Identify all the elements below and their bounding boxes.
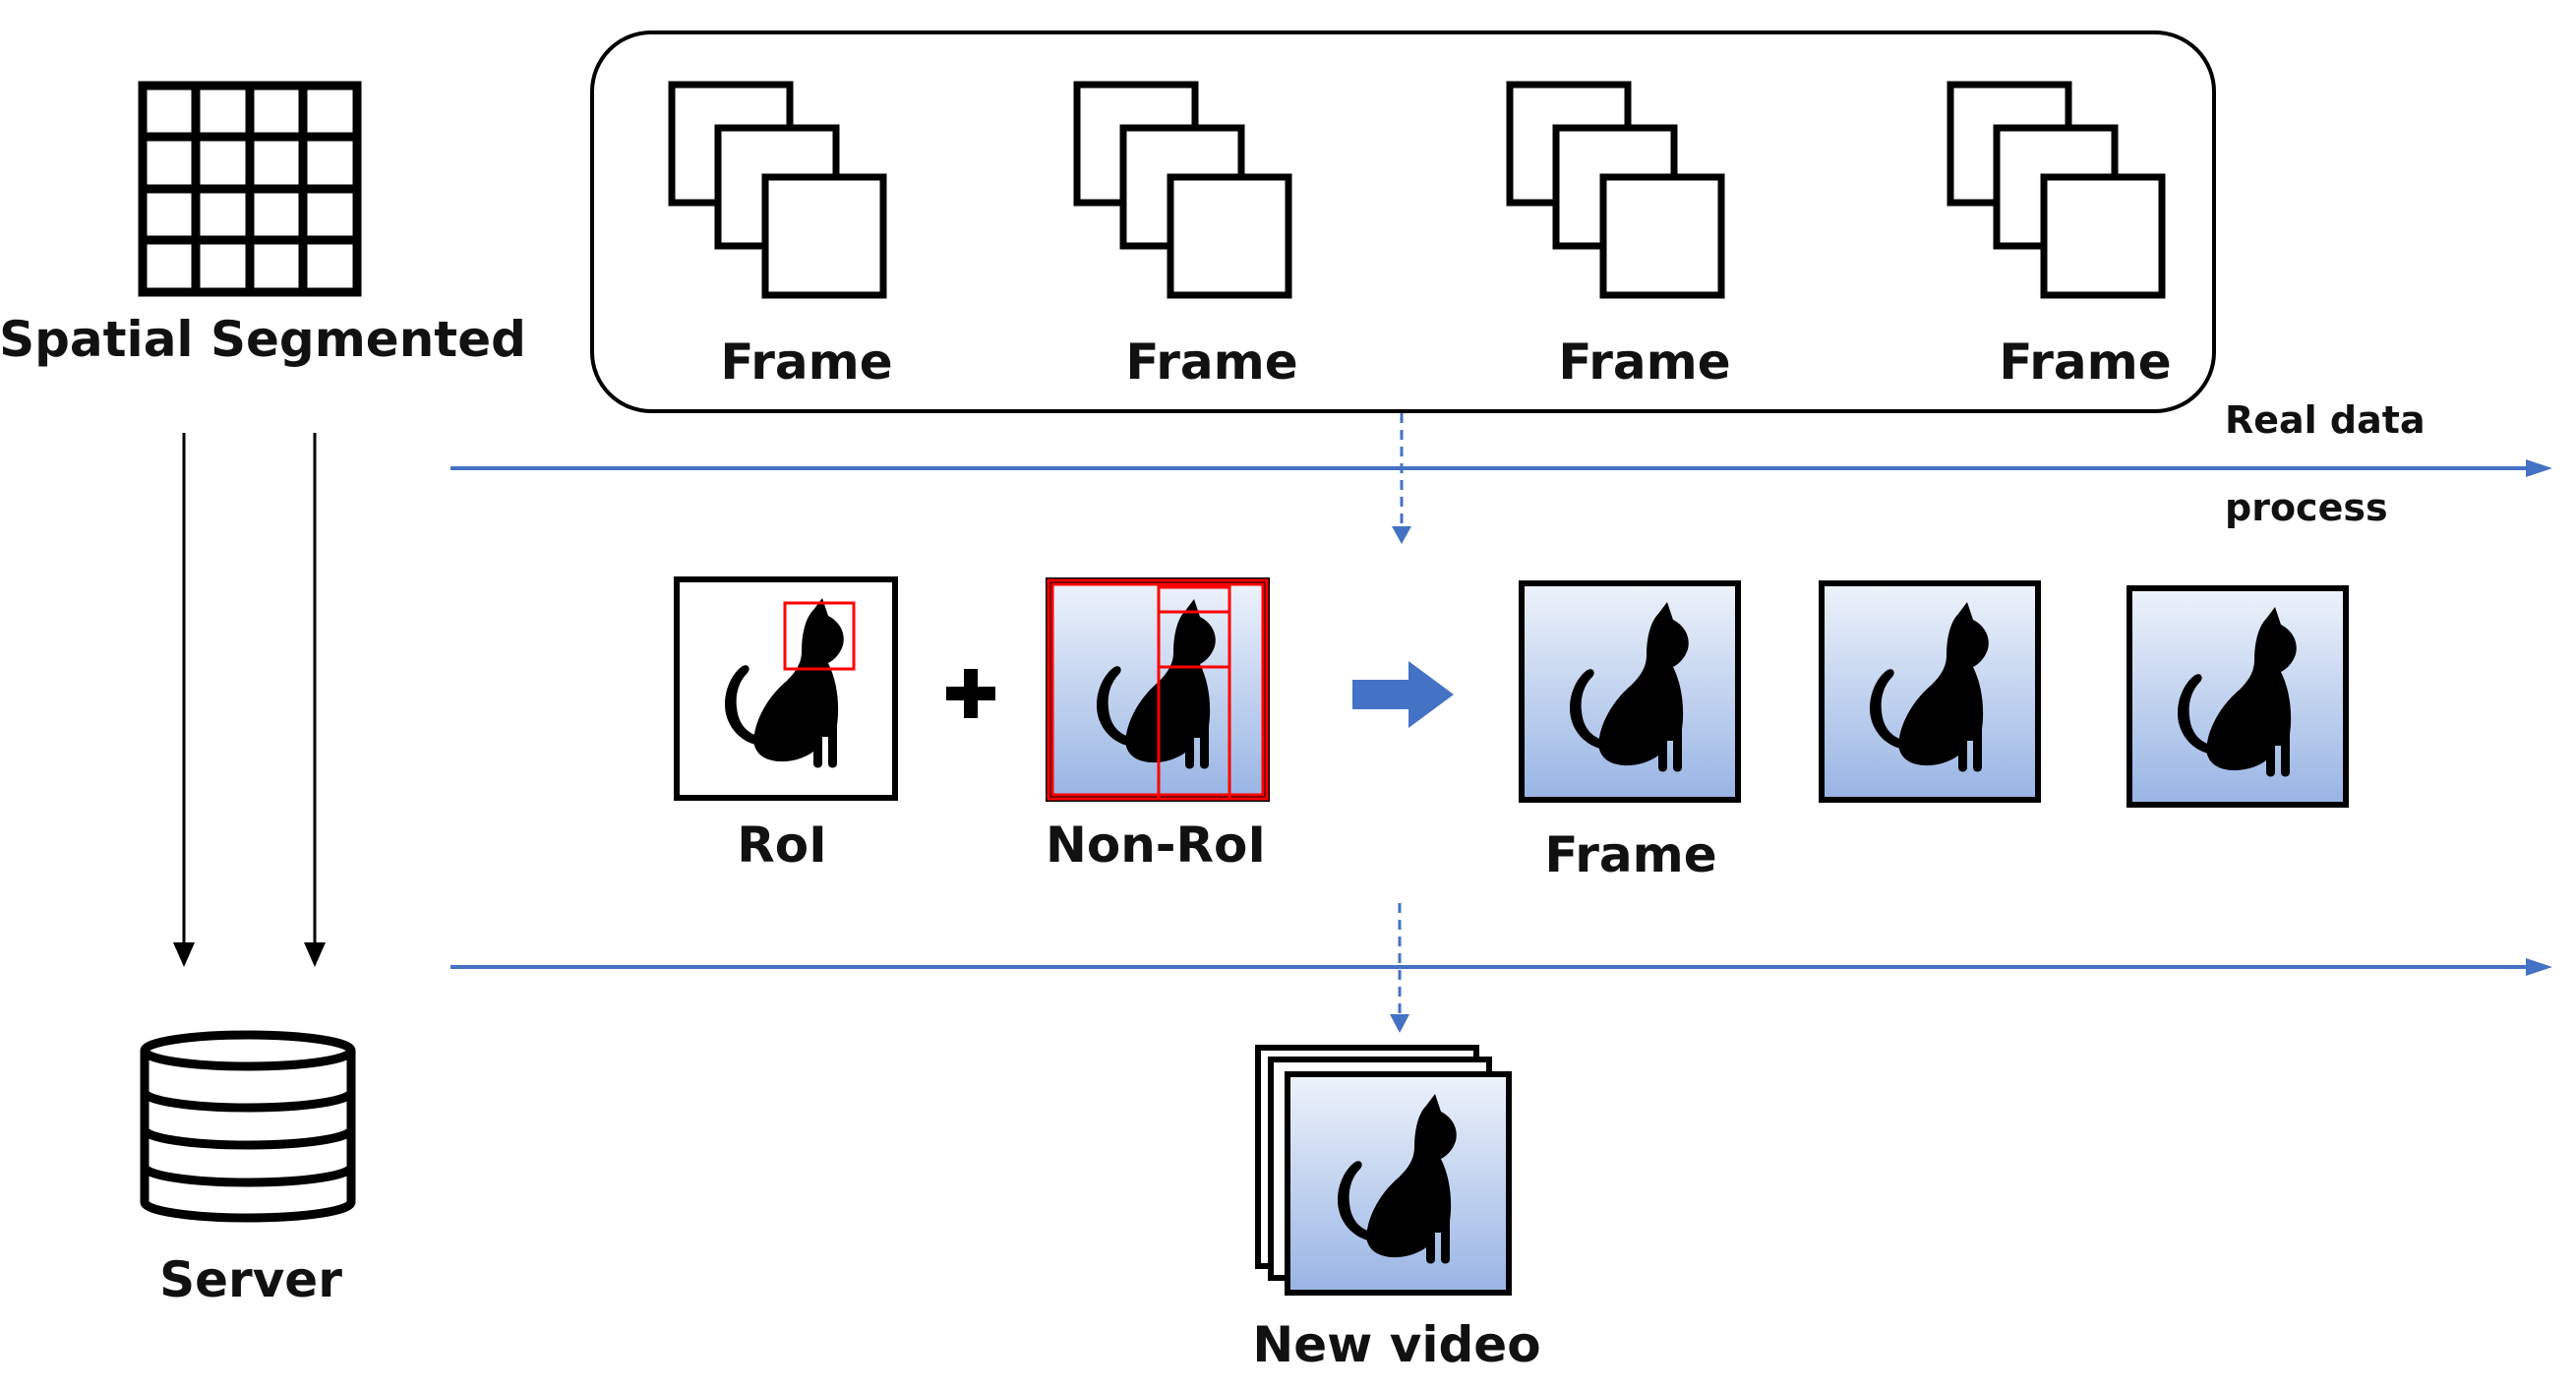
result-frames [1519, 580, 2349, 808]
result-frame-thumbnail [1519, 580, 1741, 803]
frame-label: Frame [720, 333, 892, 391]
frame-label: Frame [1558, 333, 1730, 391]
new-video-label: New video [1252, 1316, 1540, 1373]
roi-thumbnail [674, 576, 898, 801]
frame-stack-icon [1073, 81, 1292, 299]
result-frame-thumbnail [2127, 585, 2349, 808]
output-timeline [450, 958, 2552, 976]
result-frame-thumbnail [1819, 580, 2041, 803]
plus-icon [946, 669, 995, 718]
dashed-connector-top [1392, 413, 1411, 544]
frame-stacks: Frame Frame Frame Frame [668, 81, 2172, 391]
new-video-stack [1255, 1045, 1512, 1296]
right-arrow-icon [1352, 661, 1454, 728]
real-data-label-line1: Real data [2225, 398, 2426, 442]
frames-container [590, 30, 2216, 413]
real-data-timeline [450, 459, 2552, 477]
spatial-segmented-label: Spatial Segmented [0, 311, 526, 368]
frame-stack-icon [1506, 81, 1725, 299]
frame-stack-icon [1947, 81, 2166, 299]
frame-label: Frame [1999, 333, 2171, 391]
non-roi-label: Non-RoI [1046, 816, 1266, 874]
dashed-connector-bottom [1390, 903, 1409, 1033]
database-icon [140, 1030, 356, 1223]
frame-label: Frame [1125, 333, 1297, 391]
non-roi-thumbnail [1046, 577, 1270, 802]
grid-icon [138, 81, 362, 297]
server-label: Server [159, 1251, 342, 1308]
real-data-label-line2: process [2225, 486, 2388, 529]
frame-result-label: Frame [1544, 826, 1716, 883]
roi-label: RoI [737, 816, 826, 874]
down-arrows [173, 433, 326, 967]
frame-stack-icon [668, 81, 887, 299]
